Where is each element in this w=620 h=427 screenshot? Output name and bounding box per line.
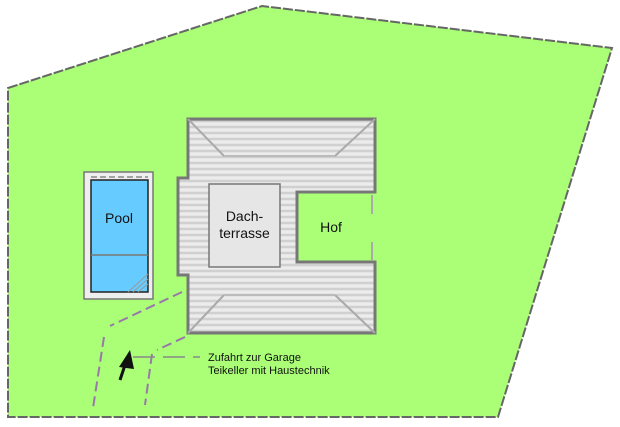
arrow-icon [118,350,134,381]
note-line1: Zufahrt zur Garage [208,352,301,364]
courtyard-label: Hof [320,219,342,235]
terrace-label-line2: terrasse [219,225,270,241]
pool [83,171,154,300]
terrace-label-line1: Dach- [226,208,264,224]
pool-label: Pool [105,210,133,226]
note-line2: Teikeller mit Haustechnik [208,365,330,377]
roof-terrace [208,183,281,268]
property-lawn [7,4,614,418]
driveway-dashes [92,291,186,409]
